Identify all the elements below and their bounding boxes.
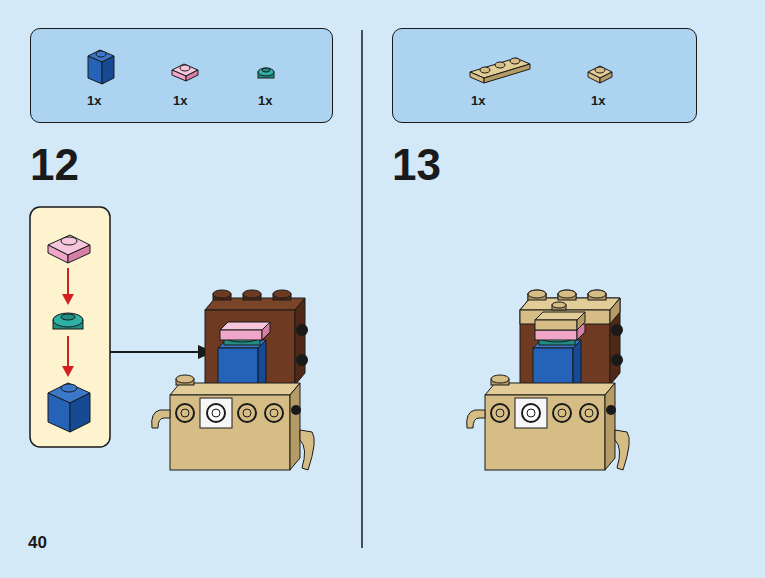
part-count: 1x [87,93,101,108]
parts-panel: 1x 1x 1x [30,28,333,123]
page-number: 40 [28,533,47,553]
parts-panel: 1x 1x [392,28,697,123]
part-count: 1x [173,93,187,108]
part-count: 1x [258,93,272,108]
part-count: 1x [471,93,485,108]
step-number: 13 [392,140,441,190]
step-number: 12 [30,140,79,190]
part-count: 1x [591,93,605,108]
